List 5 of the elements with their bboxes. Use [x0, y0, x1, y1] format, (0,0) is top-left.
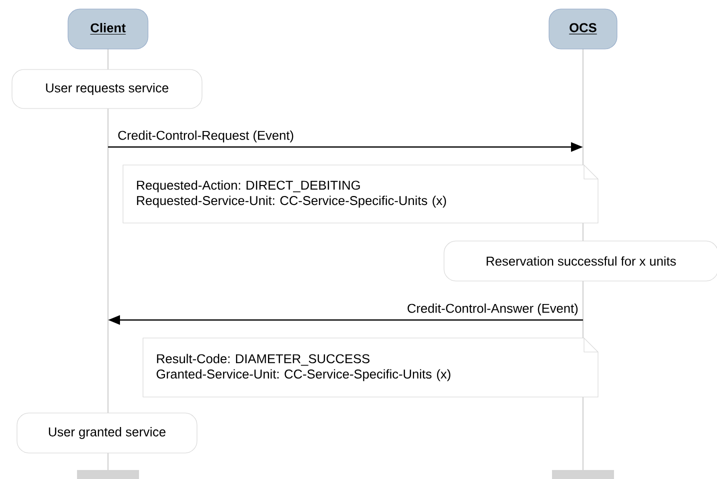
note-box: Result-Code: DIAMETER_SUCCESS Granted-Service-Unit: CC-Service-Specific-Units (x)	[142, 338, 598, 398]
note-box: Requested-Action: DIRECT_DEBITING Requested-Service-Unit: CC-Service-Specific-Units (x)	[122, 164, 598, 224]
state-box: User granted service	[16, 412, 198, 454]
state-box: Reservation successful for x units	[444, 240, 717, 282]
state-box: User requests service	[12, 69, 202, 109]
